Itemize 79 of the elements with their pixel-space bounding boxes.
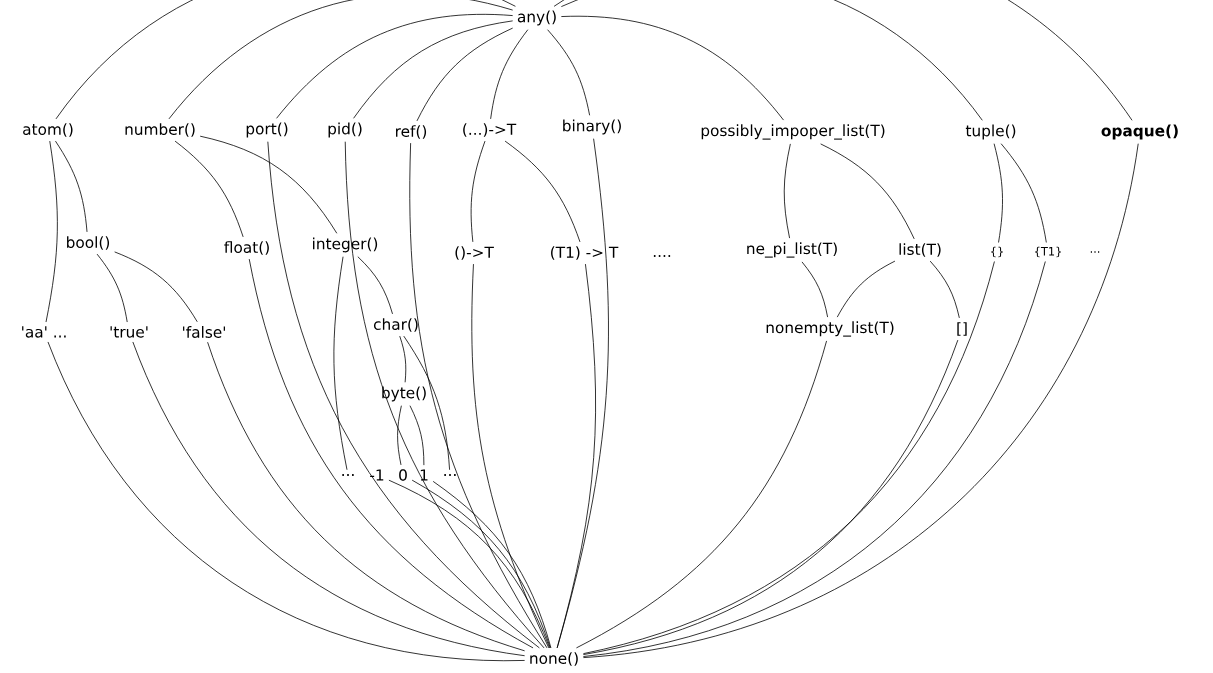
- connector-line: [55, 0, 516, 120]
- connector-line: [174, 140, 244, 238]
- type-label: tuple(): [965, 124, 1016, 140]
- type-label: 'false': [183, 326, 225, 338]
- type-label: pid(): [328, 122, 362, 138]
- type-label: number(): [125, 123, 195, 137]
- connector-line: [333, 256, 348, 471]
- connector-line: [576, 340, 827, 649]
- connector-line: [45, 140, 58, 323]
- connector-line: [560, 0, 983, 121]
- connector-line: [560, 15, 784, 121]
- type-label: atom(): [23, 123, 73, 137]
- type-label: any(): [517, 10, 556, 26]
- connector-line: [801, 261, 828, 318]
- ellipsis-label: ....: [653, 255, 671, 257]
- type-label: {T1}: [1035, 246, 1061, 258]
- type-label: list(T): [899, 243, 941, 257]
- connector-line: [929, 260, 960, 319]
- connector-line: [470, 140, 486, 243]
- connector-line: [553, 0, 1133, 121]
- type-label: port(): [246, 122, 288, 138]
- connector-line: [547, 29, 591, 116]
- connector-line: [344, 141, 545, 649]
- connector-line: [409, 142, 548, 649]
- connector-line: [490, 29, 529, 120]
- connector-line: [357, 256, 393, 315]
- type-label: ne_pi_list(T): [747, 242, 837, 258]
- connector-line: [207, 341, 526, 652]
- connector-line: [132, 341, 526, 657]
- connector-line: [397, 405, 402, 466]
- type-label: ()->T: [455, 246, 494, 260]
- type-label: 'true': [110, 326, 148, 338]
- connector-line: [416, 27, 514, 122]
- connector-line: [47, 341, 526, 661]
- type-label: []: [957, 322, 967, 336]
- type-label: -1: [370, 469, 384, 481]
- connector-line: [504, 140, 581, 243]
- connector-line: [168, 0, 514, 120]
- type-label: binary(): [563, 119, 621, 135]
- connector-line: [556, 138, 609, 649]
- connector-line: [409, 405, 425, 466]
- connector-line: [836, 260, 896, 318]
- type-label: nonempty_list(T): [766, 321, 894, 337]
- type-label: possibly_impoper_list(T): [701, 124, 885, 140]
- type-label: ...: [444, 474, 456, 476]
- type-label: bool(): [67, 236, 110, 250]
- connector-line: [583, 339, 959, 655]
- type-label: 1: [420, 469, 428, 481]
- type-label: byte(): [382, 386, 426, 402]
- connector-line: [783, 143, 791, 239]
- type-label: integer(): [313, 237, 378, 253]
- connector-line: [820, 143, 915, 240]
- type-label: opaque(): [1101, 124, 1178, 140]
- connector-line: [399, 335, 407, 383]
- type-label: ...: [342, 474, 354, 476]
- connector-line: [993, 143, 1003, 243]
- type-label: (...)->T: [463, 123, 517, 137]
- connector-line: [55, 140, 88, 233]
- connector-line: [96, 253, 128, 323]
- connector-line: [432, 481, 552, 649]
- connector-line: [248, 258, 534, 649]
- connector-line: [114, 251, 198, 323]
- connector-line: [1000, 143, 1047, 243]
- type-label: {}: [991, 246, 1003, 258]
- connector-line: [471, 263, 550, 649]
- connector-line: [583, 143, 1139, 658]
- connector-line: [353, 20, 514, 119]
- connector-line: [403, 335, 450, 471]
- ellipsis-label: ...: [1090, 251, 1100, 253]
- connector-line: [267, 141, 540, 649]
- type-label: float(): [224, 241, 269, 255]
- type-label: 'aa' ...: [22, 326, 66, 338]
- type-label: char(): [373, 318, 418, 332]
- type-label: 0: [399, 469, 407, 481]
- connector-line: [199, 135, 338, 234]
- type-label: (T1) -> T: [551, 246, 619, 260]
- type-label: ref(): [396, 125, 427, 139]
- connector-line: [276, 13, 514, 119]
- type-label: none(): [530, 652, 578, 666]
